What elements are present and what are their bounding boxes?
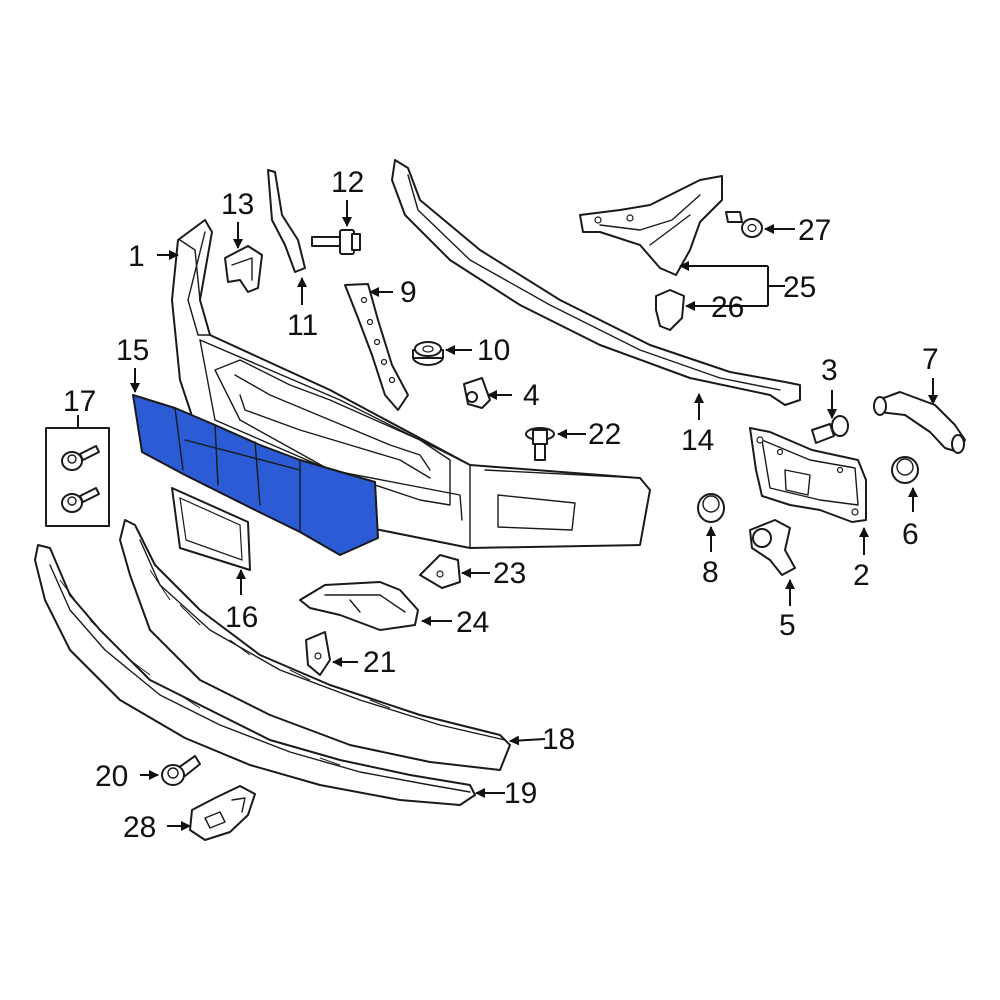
callout-3: 3 bbox=[821, 354, 838, 387]
lower-valance-18[interactable] bbox=[119, 519, 511, 771]
clip-4[interactable] bbox=[463, 377, 491, 409]
bolt-12[interactable] bbox=[311, 229, 361, 255]
callout-9: 9 bbox=[400, 276, 417, 309]
side-bracket-11[interactable] bbox=[267, 169, 306, 273]
deflector-24[interactable] bbox=[299, 581, 419, 631]
reinforcement-9[interactable] bbox=[344, 283, 409, 411]
fastener-kit-17[interactable] bbox=[45, 427, 110, 527]
leader-25 bbox=[690, 265, 785, 307]
callout-24: 24 bbox=[456, 606, 489, 639]
callout-2: 2 bbox=[853, 559, 870, 592]
callout-18: 18 bbox=[542, 723, 575, 756]
callout-5: 5 bbox=[779, 609, 796, 642]
bracket-13[interactable] bbox=[224, 245, 263, 293]
callout-19: 19 bbox=[504, 777, 537, 810]
callout-26: 26 bbox=[711, 291, 744, 324]
callout-22: 22 bbox=[588, 418, 621, 451]
callout-11: 11 bbox=[287, 309, 318, 342]
callout-13: 13 bbox=[221, 188, 254, 221]
side-mount-bracket-2[interactable] bbox=[749, 427, 867, 523]
license-bracket[interactable] bbox=[171, 487, 251, 571]
bracket-23[interactable] bbox=[419, 554, 461, 589]
callout-14: 14 bbox=[681, 424, 714, 457]
callout-8: 8 bbox=[702, 556, 719, 589]
upper-bracket-25[interactable] bbox=[579, 175, 723, 276]
callout-27: 27 bbox=[798, 214, 831, 247]
callout-20: 20 bbox=[95, 760, 128, 793]
callout-16: 16 bbox=[225, 601, 258, 634]
nut-10[interactable] bbox=[412, 341, 444, 366]
highlighted-bumper-filler[interactable] bbox=[132, 394, 379, 556]
callout-1: 1 bbox=[128, 240, 145, 273]
bolt-22[interactable] bbox=[525, 427, 555, 461]
callout-4: 4 bbox=[523, 379, 540, 412]
nut-6[interactable] bbox=[891, 456, 919, 484]
nut-8[interactable] bbox=[697, 493, 725, 523]
callout-6: 6 bbox=[902, 518, 919, 551]
callout-25: 25 bbox=[783, 271, 816, 304]
callout-10: 10 bbox=[477, 334, 510, 367]
bar-7[interactable] bbox=[873, 391, 966, 454]
bracket-21[interactable] bbox=[305, 631, 331, 676]
leader-18 bbox=[509, 735, 546, 746]
callout-21: 21 bbox=[363, 646, 396, 679]
push-pin-27[interactable] bbox=[725, 211, 763, 238]
callout-23: 23 bbox=[493, 557, 526, 590]
leader-lines bbox=[77, 200, 938, 831]
callout-28: 28 bbox=[123, 811, 156, 844]
callout-7: 7 bbox=[922, 343, 939, 376]
bolt-3[interactable] bbox=[811, 415, 849, 444]
callout-15: 15 bbox=[116, 334, 149, 367]
callout-labels: 1 2 3 4 5 6 7 8 9 10 11 12 13 14 15 16 1… bbox=[63, 166, 939, 844]
tow-bracket-28[interactable] bbox=[189, 785, 256, 841]
callout-12: 12 bbox=[331, 166, 364, 199]
clip-26[interactable] bbox=[655, 289, 685, 331]
bolt-20[interactable] bbox=[161, 755, 201, 786]
callout-17: 17 bbox=[63, 385, 96, 418]
tow-hook-5[interactable] bbox=[749, 519, 796, 576]
reinforcement-bar-14[interactable] bbox=[391, 159, 801, 406]
